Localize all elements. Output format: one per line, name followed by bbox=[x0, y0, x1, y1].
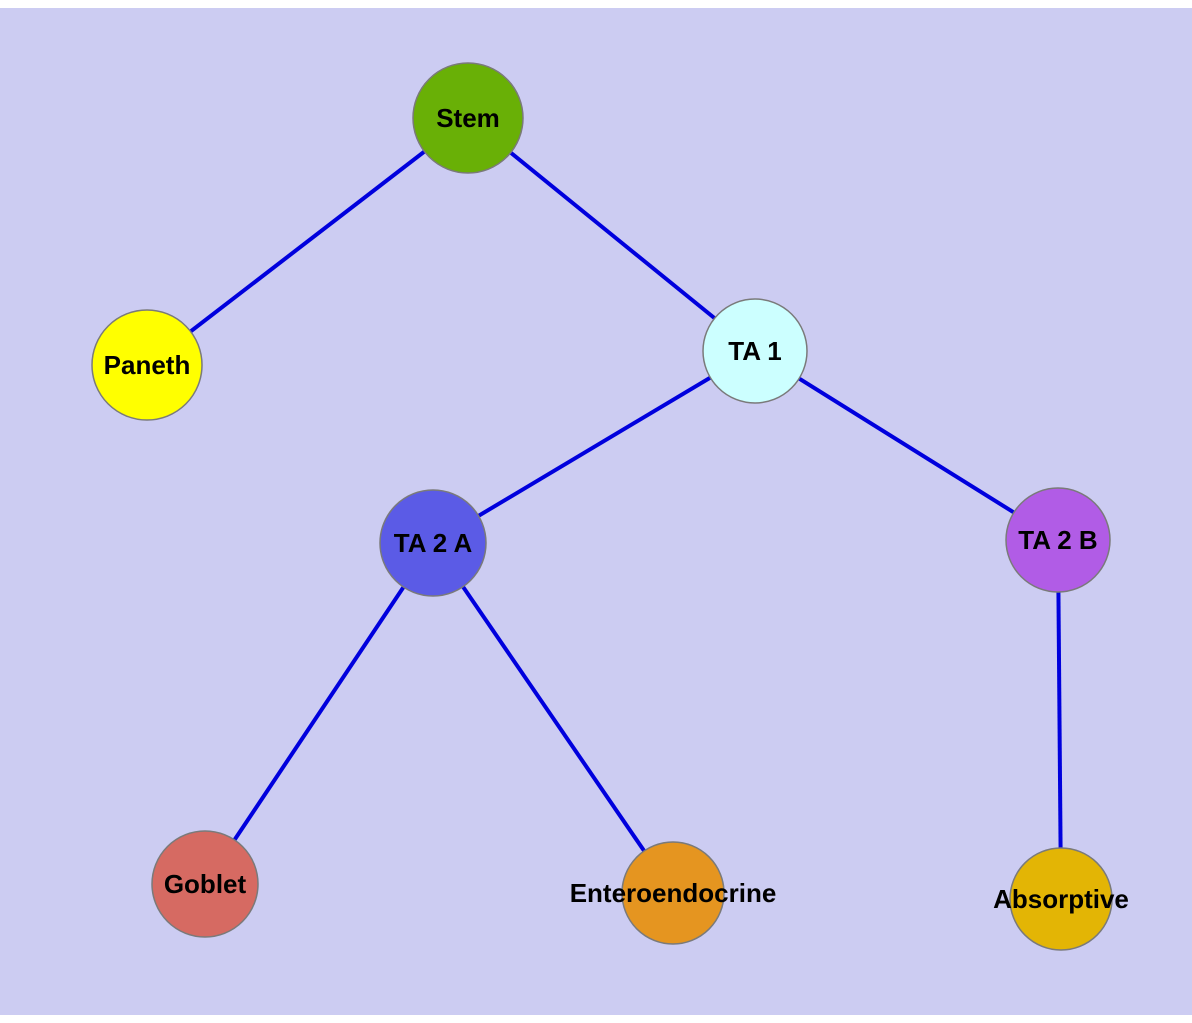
node-paneth[interactable] bbox=[91, 309, 203, 421]
node-enteroendocrine[interactable] bbox=[621, 841, 725, 945]
node-stem[interactable] bbox=[412, 62, 524, 174]
node-goblet[interactable] bbox=[151, 830, 259, 938]
node-ta1[interactable] bbox=[702, 298, 808, 404]
edge-stem-paneth bbox=[145, 116, 470, 367]
node-absorptive[interactable] bbox=[1009, 847, 1113, 951]
edge-ta2b-absorptive bbox=[1056, 539, 1063, 900]
node-ta2a[interactable] bbox=[379, 489, 487, 597]
edge-ta1-ta2a bbox=[431, 349, 757, 545]
edge-stem-ta1 bbox=[466, 116, 757, 353]
edge-ta1-ta2b bbox=[753, 349, 1060, 542]
edge-ta2a-goblet bbox=[203, 541, 435, 886]
node-ta2b[interactable] bbox=[1005, 487, 1111, 593]
edge-ta2a-enteroendocrine bbox=[431, 541, 675, 895]
edges-layer bbox=[145, 116, 1063, 900]
